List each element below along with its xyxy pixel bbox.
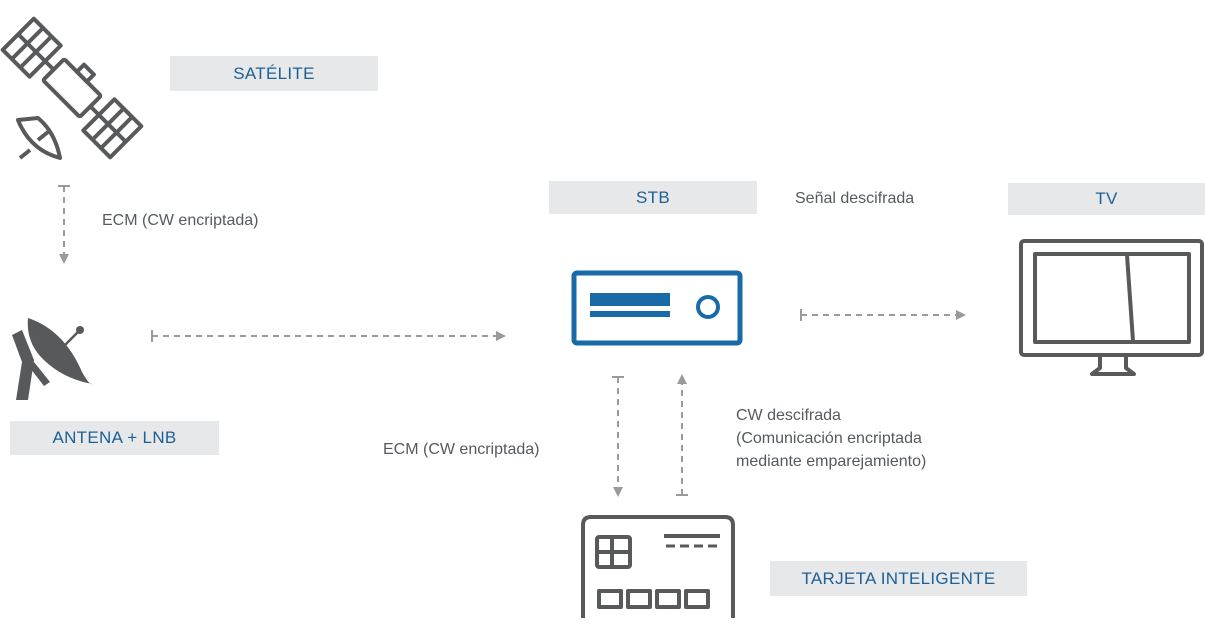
television-icon [1019,239,1204,376]
annotation-card-to-stb-line1: CW descifrada [736,407,841,424]
tv-label: TV [1008,183,1205,215]
arrow-stb-to-card [612,376,624,497]
satellite-label: SATÉLITE [170,56,378,91]
annotation-card-to-stb-line3: mediante emparejamiento) [736,453,927,470]
satellite-icon [0,16,144,160]
annotation-sat-to-antenna: ECM (CW encriptada) [102,212,259,229]
arrow-stb-to-tv [800,309,966,321]
antenna-label: ANTENA + LNB [10,421,219,455]
smart-card-icon [581,515,735,618]
set-top-box-icon [571,270,743,346]
arrow-satellite-to-antenna [58,185,70,264]
arrow-antenna-to-stb [151,330,506,342]
annotation-card-to-stb: CW descifrada (Comunicación encriptada m… [736,404,926,473]
annotation-stb-to-tv: Señal descifrada [795,190,915,207]
satellite-dish-icon [12,318,92,400]
annotation-card-to-stb-line2: (Comunicación encriptada [736,430,922,447]
stb-label: STB [549,181,757,214]
arrow-card-to-stb [676,374,688,496]
annotation-stb-to-card: ECM (CW encriptada) [383,441,540,458]
smartcard-label: TARJETA INTELIGENTE [770,561,1027,596]
